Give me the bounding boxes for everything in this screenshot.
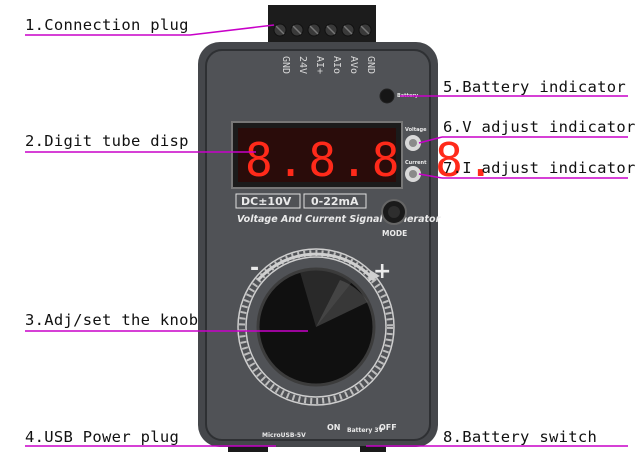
knob-plus-sign: +	[373, 259, 391, 284]
battery-led	[379, 88, 395, 104]
digit-tube-display: 8.8.8.8.	[231, 121, 495, 189]
callout-usb-power: 4.USB Power plug	[25, 428, 180, 446]
range-voltage-label: DC±10V	[241, 195, 292, 208]
voltage-led-label: Voltage	[405, 127, 427, 133]
usb-port[interactable]	[228, 446, 268, 452]
range-current-label: 0-22mA	[311, 195, 359, 208]
terminal-label-aio: AIo	[331, 56, 342, 74]
terminal-label-avo: AVo	[348, 56, 359, 74]
product-name: Voltage And Current Signal Generator	[237, 214, 442, 225]
switch-battery-label: Battery 3V	[347, 427, 384, 434]
callout-battery-switch: 8.Battery switch	[443, 428, 598, 446]
knob-minus-sign: -	[250, 256, 259, 281]
mode-label: MODE	[382, 229, 407, 238]
callout-connection-plug: 1.Connection plug	[25, 16, 189, 34]
usb-port-label: MicroUSB-5V	[262, 432, 306, 439]
callout-i-indicator: 7.I adjust indicator	[443, 159, 636, 177]
battery-switch[interactable]	[360, 446, 386, 452]
callout-digit-tube: 2.Digit tube disp	[25, 132, 189, 150]
current-led-label: Current	[405, 160, 427, 166]
connection-plug	[268, 5, 376, 47]
terminal-label-gnd-right: GND	[365, 56, 376, 74]
callout-battery-indicator: 5.Battery indicator	[443, 78, 627, 96]
callout-v-indicator: 6.V adjust indicator	[443, 118, 636, 136]
callout-knob: 3.Adj/set the knob	[25, 311, 199, 329]
switch-on-label: ON	[327, 423, 341, 432]
callout-lines	[25, 24, 628, 447]
knob-assembly: - +	[237, 248, 395, 406]
switch-off-label: OFF	[379, 423, 397, 432]
terminal-label-gnd-left: GND	[280, 56, 291, 74]
terminal-label-ai-plus: AI+	[314, 56, 325, 74]
terminal-label-24v: 24V	[297, 56, 308, 74]
